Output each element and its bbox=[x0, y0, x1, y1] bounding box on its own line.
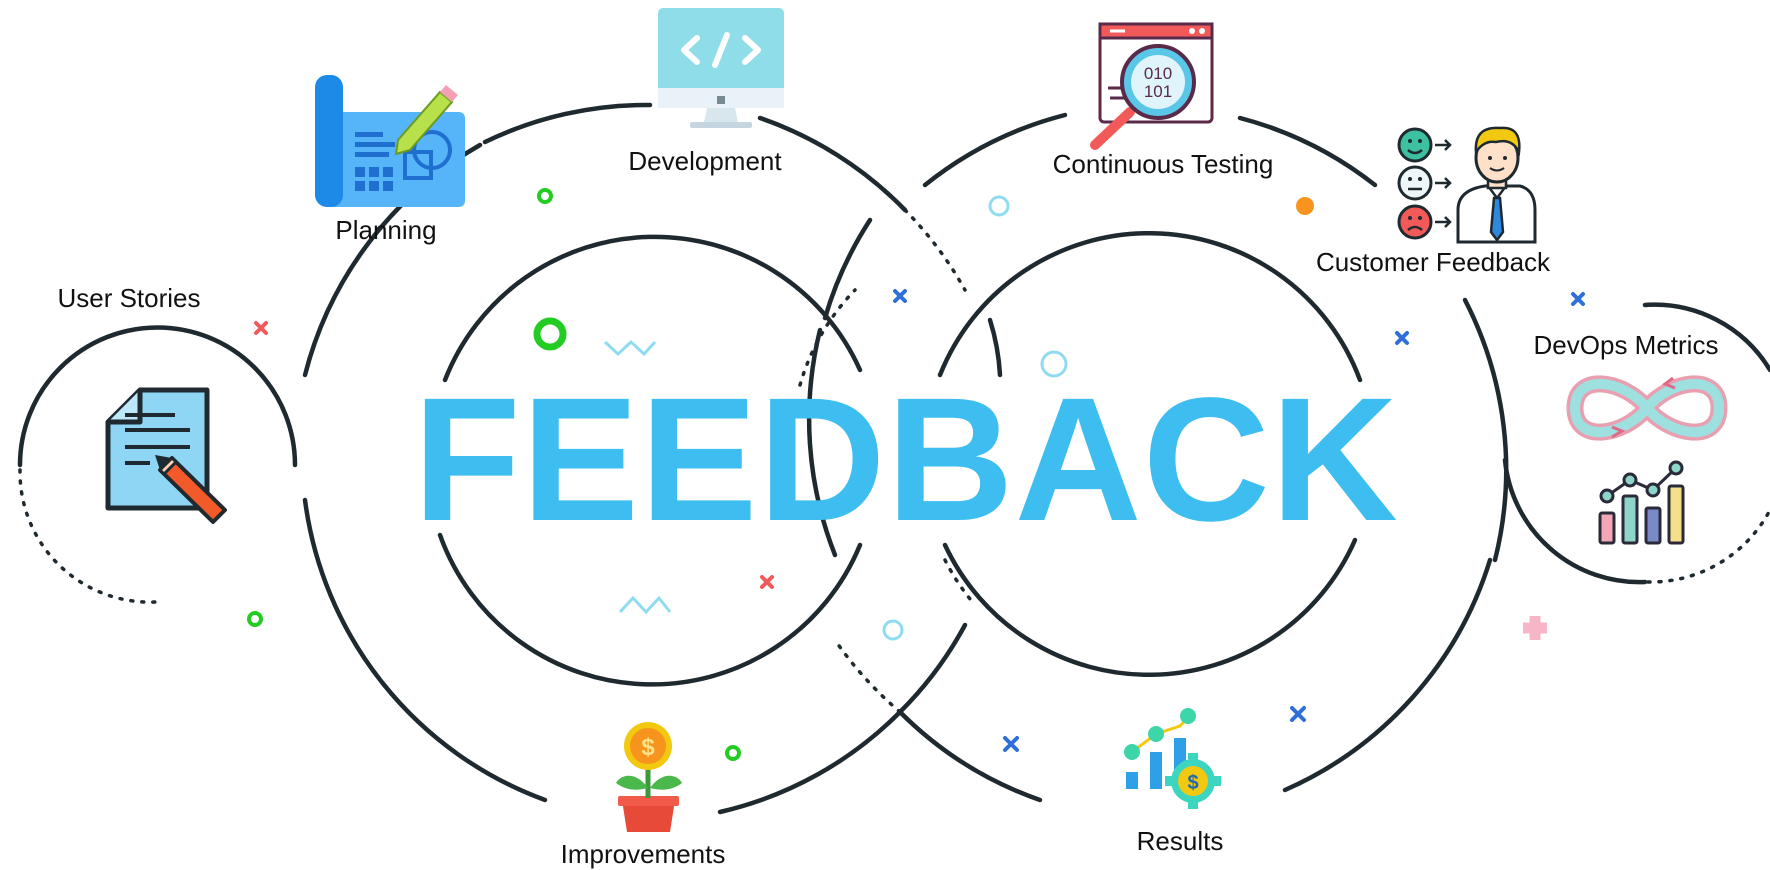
left-outer-arc-top-2 bbox=[482, 102, 653, 145]
right-outer-arc-dotted bbox=[833, 638, 902, 714]
blue-cross-1 bbox=[893, 289, 907, 303]
results-label: Results bbox=[1137, 826, 1224, 856]
left-inner-circle-top bbox=[442, 234, 863, 383]
development-label: Development bbox=[628, 146, 782, 176]
orange-dot bbox=[1296, 197, 1314, 215]
devops-loop-2 bbox=[1502, 457, 1648, 585]
blueprint-icon bbox=[315, 75, 465, 207]
blue-cross-2 bbox=[1395, 331, 1409, 345]
green-ring-1 bbox=[533, 317, 567, 351]
devops-metrics-label: DevOps Metrics bbox=[1534, 330, 1719, 360]
right-outer-arc-left bbox=[806, 327, 838, 558]
cyan-ring-2 bbox=[1040, 350, 1068, 378]
devops-loop-dotted bbox=[1646, 508, 1770, 584]
user-stories-label: User Stories bbox=[57, 283, 200, 313]
binary-line-1: 010 bbox=[1144, 64, 1172, 83]
results-currency-symbol: $ bbox=[1187, 772, 1198, 794]
cyan-ring-3 bbox=[882, 619, 904, 641]
customer-feedback-label: Customer Feedback bbox=[1316, 247, 1551, 277]
zigzag-top bbox=[603, 339, 657, 357]
right-inner-circle-bottom bbox=[942, 537, 1358, 678]
yellow-diamond bbox=[426, 491, 450, 515]
red-cross-1 bbox=[254, 321, 268, 335]
left-outer-arc-bottom-2 bbox=[717, 709, 903, 815]
green-dot-2 bbox=[247, 611, 263, 627]
improvements-label: Improvements bbox=[561, 839, 726, 869]
green-dot-3 bbox=[725, 745, 741, 761]
left-inner-circle-bottom bbox=[437, 532, 863, 687]
feedback-title: FEEDBACK bbox=[413, 362, 1399, 558]
right-outer-arc-bottom-2 bbox=[897, 709, 1043, 803]
binary-line-2: 101 bbox=[1144, 82, 1172, 101]
user-stories-loop bbox=[17, 325, 298, 468]
left-outer-arc-right bbox=[757, 115, 908, 213]
red-cross-2 bbox=[760, 575, 774, 589]
left-inner-circle-dotted bbox=[798, 288, 857, 387]
green-dot-1 bbox=[537, 188, 553, 204]
right-outer-arc-bottom bbox=[1282, 557, 1493, 793]
planning-label: Planning bbox=[335, 215, 436, 245]
left-outer-arc-dotted bbox=[903, 208, 967, 292]
right-inner-circle-top bbox=[937, 230, 1363, 383]
left-outer-arc-bottom-3 bbox=[897, 622, 968, 715]
pink-plus bbox=[1523, 616, 1547, 640]
growth-chart-gear-icon: $ bbox=[1124, 708, 1221, 809]
code-monitor-icon bbox=[658, 8, 784, 128]
right-outer-arc-right bbox=[1462, 297, 1509, 563]
blue-cross-5 bbox=[1290, 706, 1306, 722]
cyan-ring-1 bbox=[988, 195, 1010, 217]
continuous-testing-label: Continuous Testing bbox=[1053, 149, 1274, 179]
right-outer-arc-top-2 bbox=[1237, 115, 1378, 188]
binary-magnifier-icon: 010 101 bbox=[1090, 22, 1214, 150]
right-outer-arc-top bbox=[922, 112, 1068, 188]
improvements-currency-symbol: $ bbox=[641, 734, 655, 761]
blue-cross-4 bbox=[1003, 736, 1019, 752]
left-outer-arc-bottom bbox=[302, 497, 548, 803]
money-plant-icon: $ bbox=[616, 722, 682, 832]
right-inner-circle-left bbox=[987, 317, 1003, 378]
document-pencil-icon bbox=[105, 387, 227, 524]
decorations bbox=[247, 188, 1585, 761]
rating-faces-person-icon bbox=[1397, 126, 1537, 244]
right-outer-arc-left-2 bbox=[822, 217, 873, 321]
devops-loop bbox=[1642, 302, 1770, 373]
zigzag-bottom bbox=[618, 595, 672, 615]
infinity-bar-chart-icon bbox=[1566, 375, 1728, 545]
blue-cross-3 bbox=[1571, 292, 1585, 306]
loop-rings bbox=[17, 102, 1770, 815]
right-inner-circle-dotted bbox=[943, 558, 977, 607]
